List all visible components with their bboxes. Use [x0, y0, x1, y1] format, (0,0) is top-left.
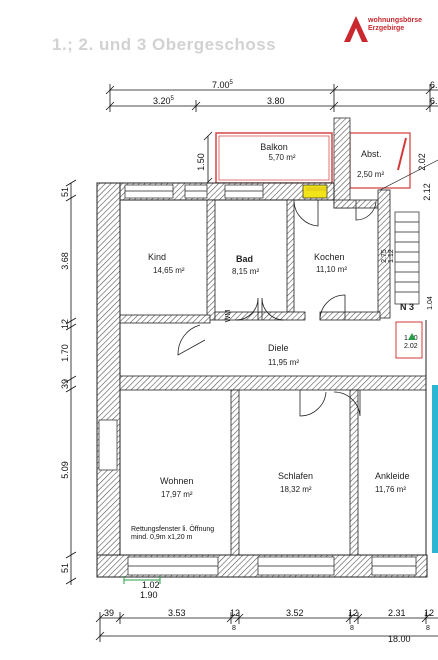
- n3-height: 2.02: [404, 343, 418, 350]
- dim-top-right-2: 6.: [430, 96, 438, 106]
- arrow-up-icon: [408, 333, 416, 340]
- room-bad-area: 8,15 m²: [232, 267, 259, 276]
- room-bad-name: Bad: [236, 254, 253, 264]
- room-ankleide-name: Ankleide: [375, 471, 410, 481]
- room-kochen-area: 11,10 m²: [316, 265, 347, 274]
- dim-left-6: 5.09: [60, 461, 70, 479]
- right-wall-accent: [432, 385, 438, 553]
- window-height: 1.90: [140, 590, 158, 600]
- dim-left-2: 3.68: [60, 252, 70, 270]
- staircase: [379, 159, 438, 305]
- dim-bottom-4: 3.52: [286, 608, 304, 618]
- left-dimensions: [65, 179, 77, 585]
- window-width: 1.02: [142, 580, 160, 590]
- room-wohnen-name: Wohnen: [160, 476, 193, 486]
- dim-top-left: 3.205: [153, 96, 175, 106]
- room-schlafen-name: Schlafen: [278, 471, 313, 481]
- dim-bottom-7: 12: [424, 608, 434, 618]
- dim-bottom-3-sub: 8: [232, 625, 236, 632]
- room-kind-area: 14,65 m²: [153, 266, 185, 275]
- door-note-n3: N 3: [400, 302, 414, 312]
- bottom-dimensions: [95, 612, 438, 642]
- n3-side: 1.04: [427, 296, 434, 310]
- stair-dim-top: 2.75: [381, 249, 388, 263]
- interior-walls: [119, 199, 427, 556]
- abst-wall-left: [333, 117, 351, 209]
- room-kind-name: Kind: [148, 252, 166, 262]
- dim-top-mid: 3.80: [267, 96, 285, 106]
- balkon-inner-outline: [218, 135, 330, 181]
- dim-bottom-5-sub: 8: [350, 625, 354, 632]
- room-diele-name: Diele: [268, 343, 289, 353]
- dim-bottom-2: 3.53: [168, 608, 186, 618]
- bottom-windows: [127, 556, 417, 576]
- dim-left-7: 51: [60, 563, 70, 573]
- abst-door-red: [397, 137, 407, 171]
- rettung-note-1: Rettungsfenster li. Öffnung: [131, 525, 214, 533]
- room-schlafen-area: 18,32 m²: [280, 485, 312, 494]
- room-wohnen-area: 17,97 m²: [161, 490, 193, 499]
- dim-left-5: 39: [60, 379, 70, 389]
- room-balkon-area: 5,70 m²: [268, 153, 295, 162]
- rettung-note-2: mind. 0,9m x1,20 m: [131, 534, 193, 541]
- stair-dim-bot: 1.12: [388, 249, 395, 263]
- dim-bottom-3: 12: [230, 608, 240, 618]
- room-balkon-name: Balkon: [260, 142, 288, 152]
- page-title: 1.; 2. und 3 Obergeschoss: [52, 35, 277, 54]
- dim-balkon-depth: 1.50: [196, 153, 206, 171]
- room-kochen-name: Kochen: [314, 252, 345, 262]
- left-window: [98, 419, 118, 471]
- logo-line-1: wohnungsbörse: [368, 17, 423, 24]
- dim-left-3: 12: [60, 319, 70, 329]
- dim-top-total: 7.005: [212, 80, 234, 90]
- dim-top-right: 6.: [430, 80, 438, 90]
- dim-left-4: 1.70: [60, 344, 70, 362]
- dim-bottom-6: 2.31: [388, 608, 406, 618]
- dim-bottom-total: 18.00: [388, 634, 411, 644]
- room-abst-name: Abst.: [361, 149, 382, 159]
- dim-bottom-1: 39: [104, 608, 114, 618]
- dim-abst-side-2: 2.12: [422, 183, 432, 201]
- dim-bottom-7-sub: 8: [426, 625, 430, 632]
- n3-door-outline: [395, 321, 423, 359]
- top-dimensions: [105, 84, 438, 112]
- window-size-marker: [123, 576, 161, 584]
- room-ankleide-area: 11,76 m²: [375, 485, 406, 494]
- logo-line-2: Erzgebirge: [368, 25, 405, 32]
- company-logo: [344, 16, 368, 42]
- room-abst-area: 2,50 m²: [357, 170, 384, 179]
- logo-text: wohnungsbörse Erzgebirge: [368, 17, 422, 33]
- logo-triangle-inner-icon: [350, 28, 362, 42]
- wm-label: WM: [225, 310, 232, 323]
- dim-bottom-5: 12: [348, 608, 358, 618]
- doors: [177, 200, 377, 417]
- room-diele-area: 11,95 m²: [268, 358, 299, 367]
- dim-abst-side: 2.02: [417, 153, 427, 171]
- dim-left-1: 51: [60, 187, 70, 197]
